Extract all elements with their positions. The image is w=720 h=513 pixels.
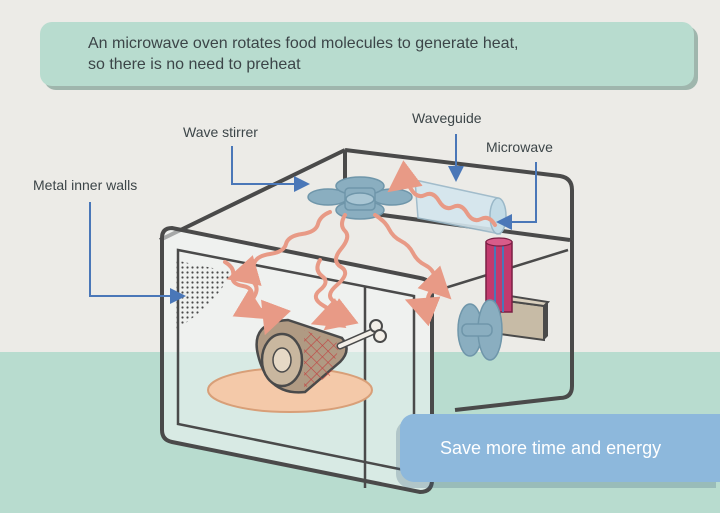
wave-stirrer-arrow (231, 146, 310, 192)
metal-wall-mesh (174, 260, 232, 330)
metal-walls-arrow (89, 202, 186, 304)
label-wave-stirrer: Wave stirrer (183, 124, 258, 140)
microwave-arrow (496, 162, 537, 230)
footer-banner: Save more time and energy (400, 414, 720, 482)
label-waveguide: Waveguide (412, 110, 482, 126)
headline-text: An microwave oven rotates food molecules… (88, 33, 648, 75)
label-metal-inner-walls: Metal inner walls (33, 177, 138, 193)
cooling-fan (457, 299, 503, 361)
headline-banner: An microwave oven rotates food molecules… (40, 22, 694, 86)
footer-text: Save more time and energy (440, 438, 662, 458)
label-microwave: Microwave (486, 139, 553, 155)
headline-line-1: An microwave oven rotates food molecules… (88, 35, 519, 52)
wave-stirrer (307, 176, 413, 220)
headline-line-2: so there is no need to preheat (88, 56, 301, 73)
meat-food (255, 318, 387, 394)
label-arrows (89, 134, 537, 304)
microwave-waves (223, 160, 497, 336)
